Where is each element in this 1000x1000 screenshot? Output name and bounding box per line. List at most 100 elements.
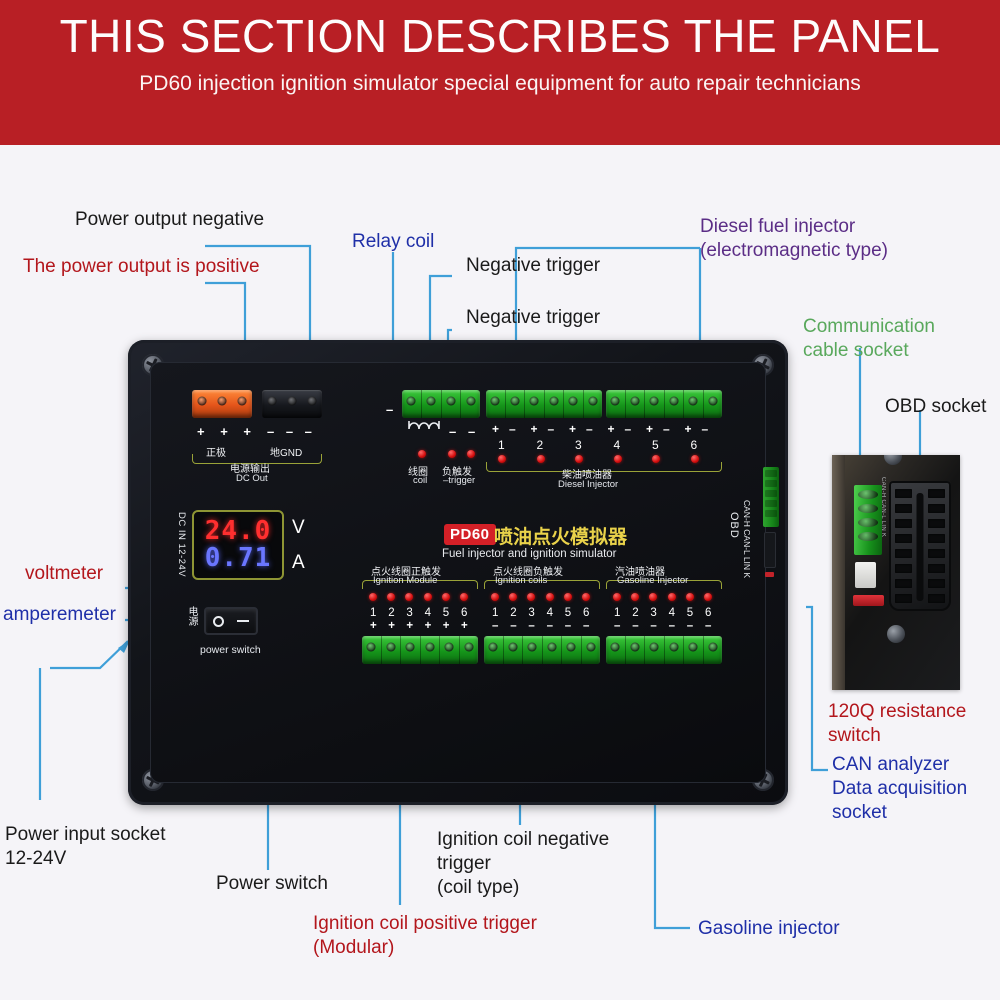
bottom-channel-number: 3 [528,607,535,619]
diesel-channel-led [498,455,506,463]
bottom-channel-number: 3 [406,607,413,619]
bottom-channel-number: 3 [650,607,657,619]
diesel-plus-sign: + [530,422,538,436]
communication-cable-socket-closeup[interactable] [854,485,882,555]
bottom-channel-number: 5 [564,607,572,619]
power-on-icon [237,619,250,623]
bottom-channel-led [491,593,499,601]
dc-out-group-en: DC Out [236,473,268,484]
bottom-channel-led [685,593,694,601]
power-label-cn: 电源 [186,606,197,626]
bottom-channel-sign: + [388,620,395,632]
bottom-channel-sign: + [442,620,450,632]
bottom-channel-sign: + [370,620,377,632]
dc-out-positive-terminal[interactable] [192,390,252,418]
resistance-switch[interactable] [765,572,774,577]
screw-icon [887,625,905,643]
obd-side-socket[interactable] [764,532,776,568]
bottom-group-label-cn: 点火线圈负触发 [493,567,563,578]
bottom-channel-led [369,593,377,601]
brand-name-en: Fuel injector and ignition simulator [442,548,617,560]
bottom-channel-sign: – [632,620,639,632]
dc-out-positive-label: 正极 [206,448,226,459]
bottom-group-label-cn: 点火线圈正触发 [371,567,441,578]
diesel-minus-sign: – [701,422,709,436]
bottom-group-label-cn: 汽油喷油器 [615,567,665,578]
diesel-plus-sign: + [684,422,692,436]
obd-connector-closeup[interactable] [889,481,951,611]
inset-side-text: CAN-H CAN-L LIN K [880,477,886,538]
dc-out-positive-signs: + + + [197,424,257,439]
diesel-channel-number: 4 [613,438,621,452]
diesel-channel-number: 3 [575,438,582,452]
dc-out-ground-terminal[interactable] [262,390,322,418]
bottom-terminal-block-1[interactable] [362,636,478,664]
bottom-group-bracket [362,580,478,589]
diesel-channel-led [536,455,545,463]
relay-trigger-led-1 [448,450,456,458]
diesel-plus-sign: + [646,422,654,436]
bottom-terminal-block-3[interactable] [606,636,722,664]
bottom-terminal-block-2[interactable] [484,636,600,664]
bottom-channel-led [527,593,536,601]
bottom-channel-led [667,593,676,601]
annotation-power-output-positive: The power output is positive [23,256,260,277]
diesel-channel-led [575,455,583,463]
diesel-channel-number: 6 [690,438,698,452]
diesel-channel-led [652,455,660,463]
resistance-switch-closeup[interactable] [853,595,884,606]
relay-trigger-terminal[interactable] [402,390,480,418]
page-subtitle: PD60 injection ignition simulator specia… [139,72,861,96]
bottom-channel-led [387,593,396,601]
diesel-minus-sign: – [547,422,555,436]
annotation-resistance-switch: 120Q resistance switch [828,701,967,746]
annotation-ignition-coil-positive-trigger: Ignition coil positive trigger (Modular) [313,913,537,958]
annotation-amperemeter: amperemeter [3,604,116,625]
screw-icon [884,455,902,465]
brand-badge: PD60 [444,524,496,545]
dc-out-negative-signs: – – – [267,424,316,439]
power-off-icon [212,615,224,627]
bottom-channel-number: 4 [424,607,431,619]
annotation-negative-trigger-2: Negative trigger [466,307,601,328]
bottom-channel-led [405,593,414,601]
relay-trigger-sign-1: – [449,424,457,439]
diesel-plus-sign: + [607,422,615,436]
annotation-relay-coil: Relay coil [352,231,435,252]
bottom-channel-sign: – [546,620,553,632]
relay-trigger-label-cn: 负触发 [442,467,472,478]
diesel-minus-sign: – [624,422,632,436]
diesel-plus-sign: + [492,422,500,436]
relay-trigger-led-2 [467,450,475,458]
diesel-group-cn: 柴油喷油器 [562,470,612,481]
bottom-channel-number: 4 [668,607,675,619]
diesel-injector-terminal-right[interactable] [606,390,722,418]
can-analyzer-socket-closeup[interactable] [855,562,876,588]
bottom-channel-led [631,593,640,601]
bottom-channel-led [613,593,621,601]
bottom-channel-led [509,593,518,601]
dc-out-bracket [192,454,322,464]
bottom-channel-led [582,593,590,601]
bottom-channel-sign: – [492,620,499,632]
bottom-channel-sign: – [668,620,675,632]
obd-pins [895,489,945,603]
relay-coil-led [418,450,426,458]
diesel-bracket [486,462,722,472]
obd-socket-closeup-photo: CAN-H CAN-L LIN K [832,455,960,690]
bottom-channel-sign: – [614,620,621,632]
communication-cable-socket[interactable] [763,467,779,527]
diesel-injector-terminal-left[interactable] [486,390,602,418]
bottom-channel-number: 6 [583,607,590,619]
dc-in-label: DC IN 12-24V [176,512,187,578]
annotation-gasoline-injector: Gasoline injector [698,918,840,939]
bottom-channel-led [704,593,712,601]
bottom-channel-led [441,593,450,601]
current-unit: A [292,552,305,573]
header-banner: THIS SECTION DESCRIBES THE PANEL PD60 in… [0,0,1000,145]
bottom-channel-number: 5 [442,607,450,619]
diesel-channel-led [690,455,699,463]
power-switch[interactable] [204,607,258,635]
annotation-ignition-coil-negative-trigger: Ignition coil negative trigger (coil typ… [437,829,610,898]
bottom-channel-led [649,593,658,601]
